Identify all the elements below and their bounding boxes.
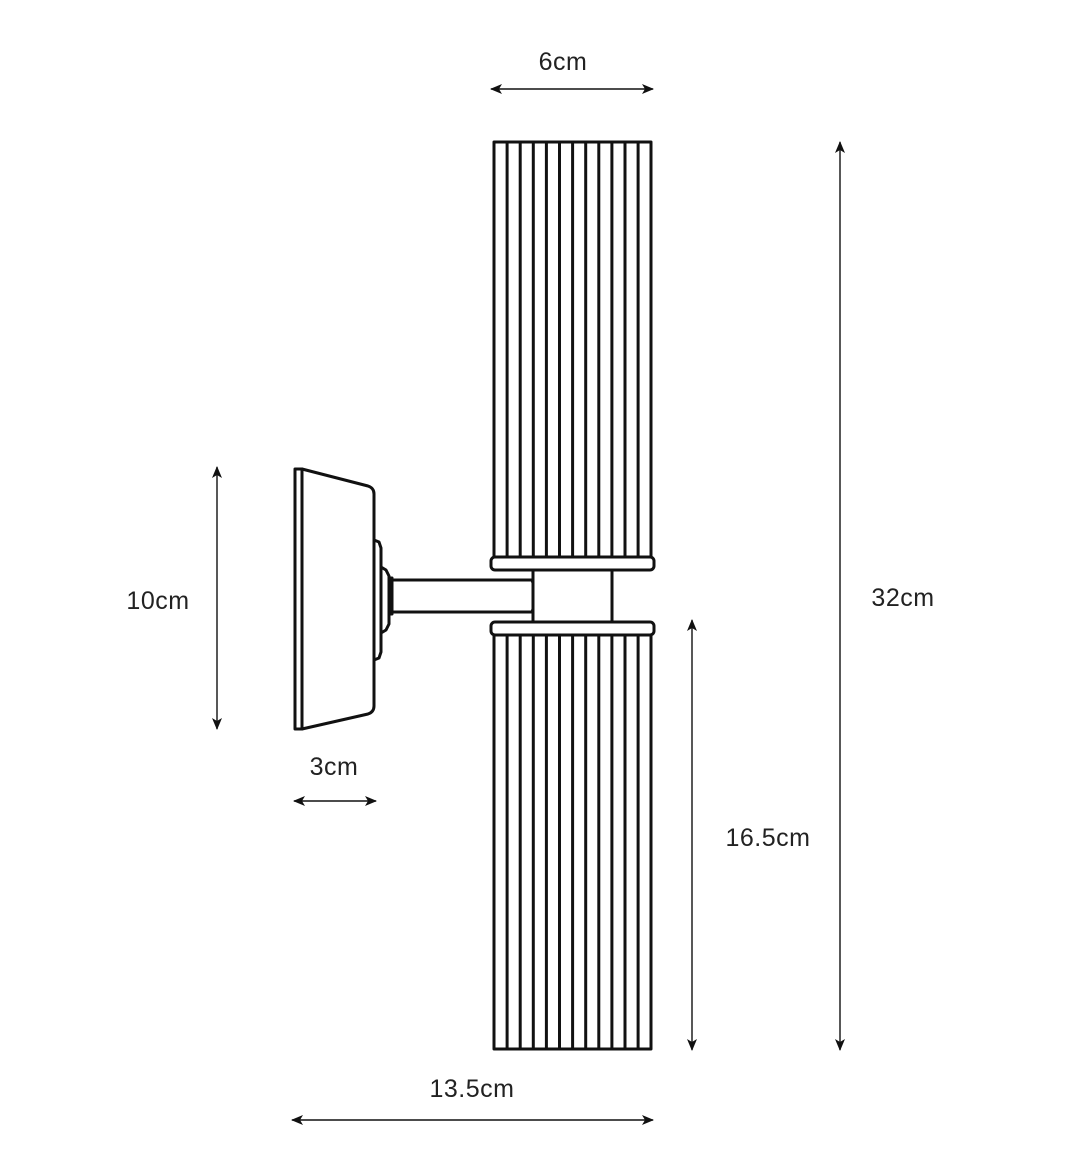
backplate-height-label: 10cm [126, 587, 189, 615]
upper-shade-ring [489, 555, 656, 572]
upper-shade [489, 140, 656, 572]
lamp-arm [390, 578, 537, 614]
backplate-depth-label: 3cm [310, 753, 359, 781]
lower-shade [489, 620, 656, 1051]
shade-height-label: 16.5cm [726, 824, 811, 852]
shade-width-label: 6cm [539, 48, 588, 76]
total-projection-label: 13.5cm [430, 1075, 515, 1103]
wall-backplate [293, 467, 394, 731]
total-height-label: 32cm [871, 584, 934, 612]
lamp-connector [531, 568, 614, 624]
lower-shade-ring [489, 620, 656, 637]
